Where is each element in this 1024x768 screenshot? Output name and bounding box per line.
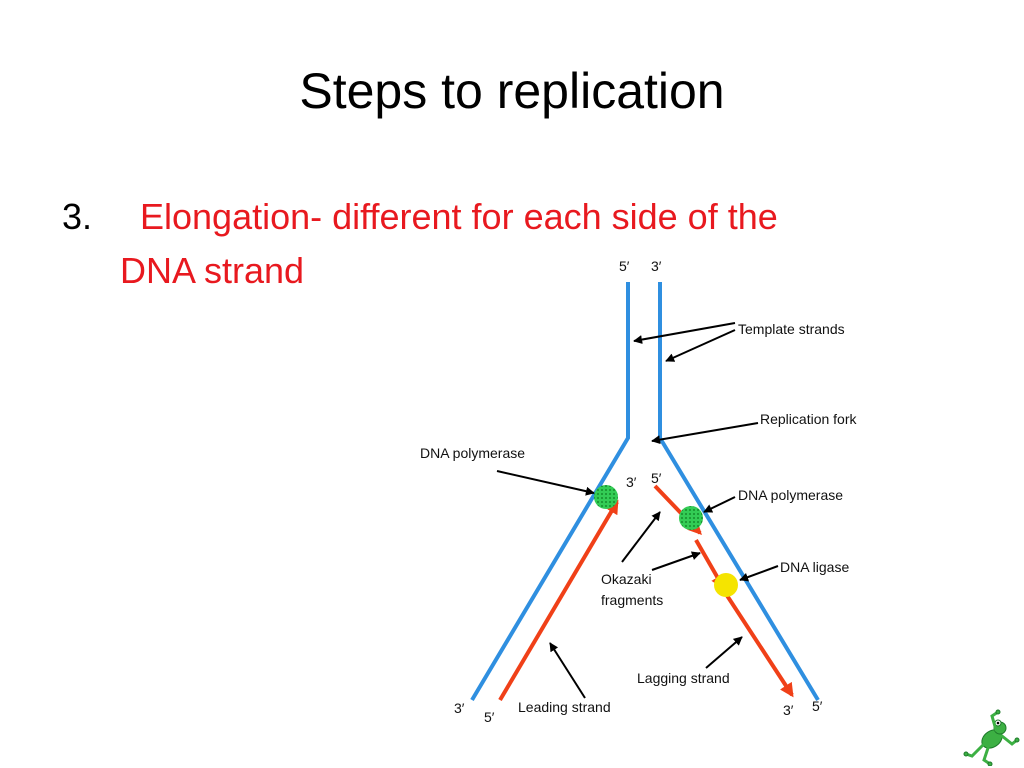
label-okazaki-line2: fragments [601,592,663,608]
bullet-text-line1: Elongation- different for each side of t… [140,196,778,237]
arrow-polymerase-left [496,470,595,496]
bullet-number: 3. [62,196,93,237]
label-leading-strand: Leading strand [518,699,611,715]
label-replication-fork: Replication fork [760,411,857,427]
label-okazaki-line1: Okazaki [601,571,652,587]
label-dna-ligase: DNA ligase [780,559,849,575]
slide-title: Steps to replication [299,63,725,119]
arrow-lagging [705,636,743,669]
label-bottom-right-3prime: 3′ [783,702,794,718]
label-top-3prime: 3′ [651,258,662,274]
label-fork-5prime: 5′ [651,470,662,486]
arrow-replication-fork [651,422,759,445]
frog-icon [963,709,1020,766]
label-bottom-left-3prime: 3′ [454,700,465,716]
arrow-leading [549,642,586,699]
label-bottom-left-5prime: 5′ [484,709,495,725]
leading-strand-line [498,499,619,702]
bullet-text-line2: DNA strand [120,250,305,291]
arrow-okazaki-1 [621,511,661,563]
label-bottom-right-5prime: 5′ [812,698,823,714]
dna-ligase-shape [714,573,738,597]
label-template-strands: Template strands [738,321,845,337]
label-top-5prime: 5′ [619,258,630,274]
label-dna-polymerase-right: DNA polymerase [738,487,843,503]
arrow-okazaki-2 [651,551,701,571]
label-dna-polymerase-left: DNA polymerase [420,445,525,461]
label-lagging-strand: Lagging strand [637,670,730,686]
dna-polymerase-left-shape [594,485,618,509]
okazaki-fragment-3 [724,592,794,698]
template-strand-left [470,282,630,702]
arrow-polymerase-right [703,496,736,513]
arrow-template-2 [665,329,736,362]
label-fork-3prime: 3′ [626,474,637,490]
arrow-template-1 [633,322,736,345]
arrow-ligase [739,565,779,582]
dna-polymerase-right-shape [679,506,703,530]
